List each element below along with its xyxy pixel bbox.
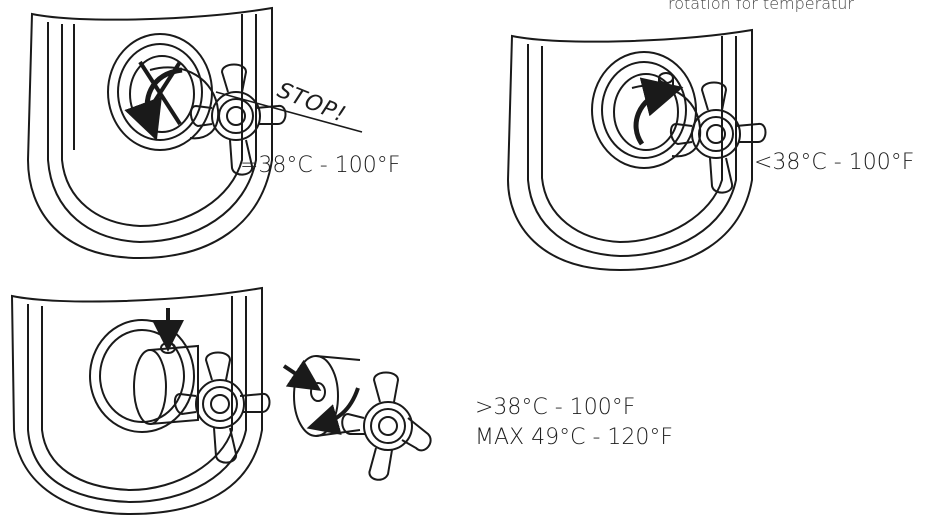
- cross-handle-icon: [190, 63, 287, 176]
- panel-3-above-38: [10, 286, 432, 516]
- push-arrow-icon: [282, 359, 322, 391]
- cross-handle-icon: [670, 81, 767, 194]
- cross-handle-icon: [174, 351, 271, 464]
- shower-valve-icon: [10, 286, 263, 516]
- shower-valve-icon: [506, 28, 753, 272]
- rotate-arrow-icon: [306, 387, 360, 435]
- panel-1-equal-38: [26, 6, 363, 260]
- rotate-arrow-icon: [124, 67, 183, 141]
- shower-valve-icon: [26, 6, 273, 260]
- rotate-arrow-icon: [633, 77, 684, 146]
- cartridge-detached: [282, 355, 432, 481]
- temperature-label-above: >38°C - 100°F: [475, 395, 636, 420]
- temperature-label-equal: =38°C - 100°F: [240, 153, 401, 178]
- temperature-label-below: <38°C - 100°F: [754, 150, 915, 175]
- header-text: rotation for temperatur: [668, 0, 854, 13]
- temperature-label-max: MAX 49°C - 120°F: [475, 425, 674, 450]
- cross-handle-icon: [341, 371, 432, 481]
- panel-2-below-38: [506, 28, 767, 272]
